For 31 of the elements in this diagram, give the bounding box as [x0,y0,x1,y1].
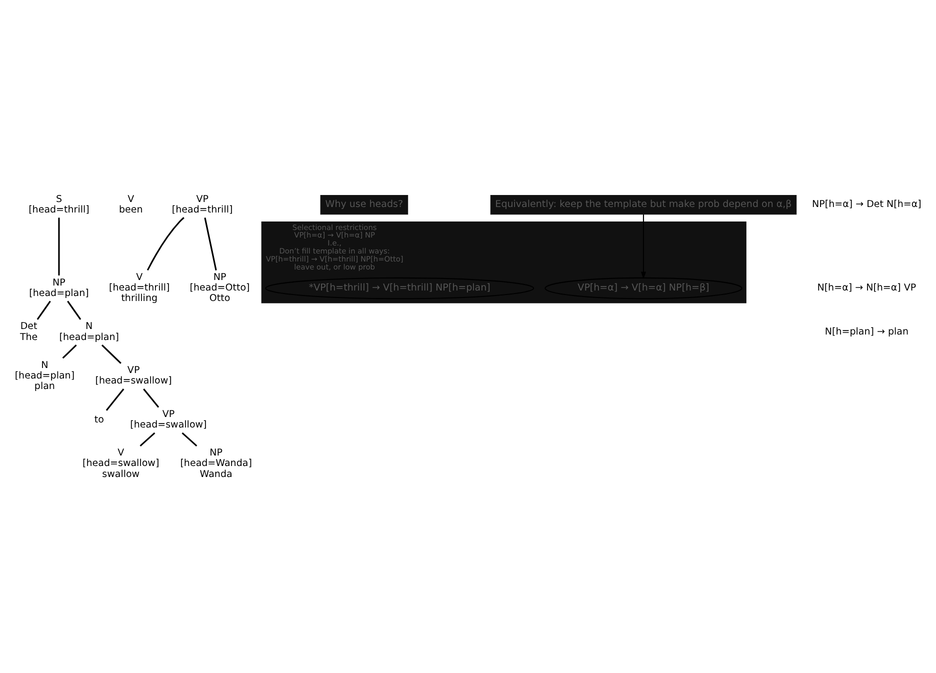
node-text: VP [head=swallow] [95,364,172,386]
connector [143,388,160,408]
node-box: Why use heads? [320,194,408,214]
connector [67,300,82,320]
node-text: VP [head=swallow] [130,408,207,430]
node-text: to [94,414,104,425]
node-text: V been [119,193,143,215]
connector [58,217,60,275]
connector [62,344,77,358]
node-text: VP [head=thrill] [172,193,233,215]
connector [204,217,217,270]
node-text: N [head=plan] [59,320,119,342]
connector [101,344,122,364]
node-text: N [head=plan] plan [14,359,75,392]
node-text: S [head=thrill] [28,193,90,215]
node-text: NP [head=Wanda] Wanda [180,447,252,480]
node-text: Det The [20,320,38,342]
node-text: NP [head=plan] [29,276,89,298]
node-box: Equivalently: keep the template but make prob depend on α,β [490,194,797,214]
node-text: NP [head=Otto] Otto [190,272,250,304]
connector [140,432,156,446]
node-text: V [head=thrill] thrilling [108,272,170,304]
label: NP[h=α] → Det N[h=α] [812,198,922,210]
node-text: V [head=swallow] swallow [82,447,160,480]
connector [182,432,198,446]
label: N[h=α] → N[h=α] VP [817,282,916,294]
connector [106,388,124,410]
arrow [640,214,646,279]
connector [36,300,51,320]
connector [146,216,184,270]
label: N[h=plan] → plan [824,326,909,338]
